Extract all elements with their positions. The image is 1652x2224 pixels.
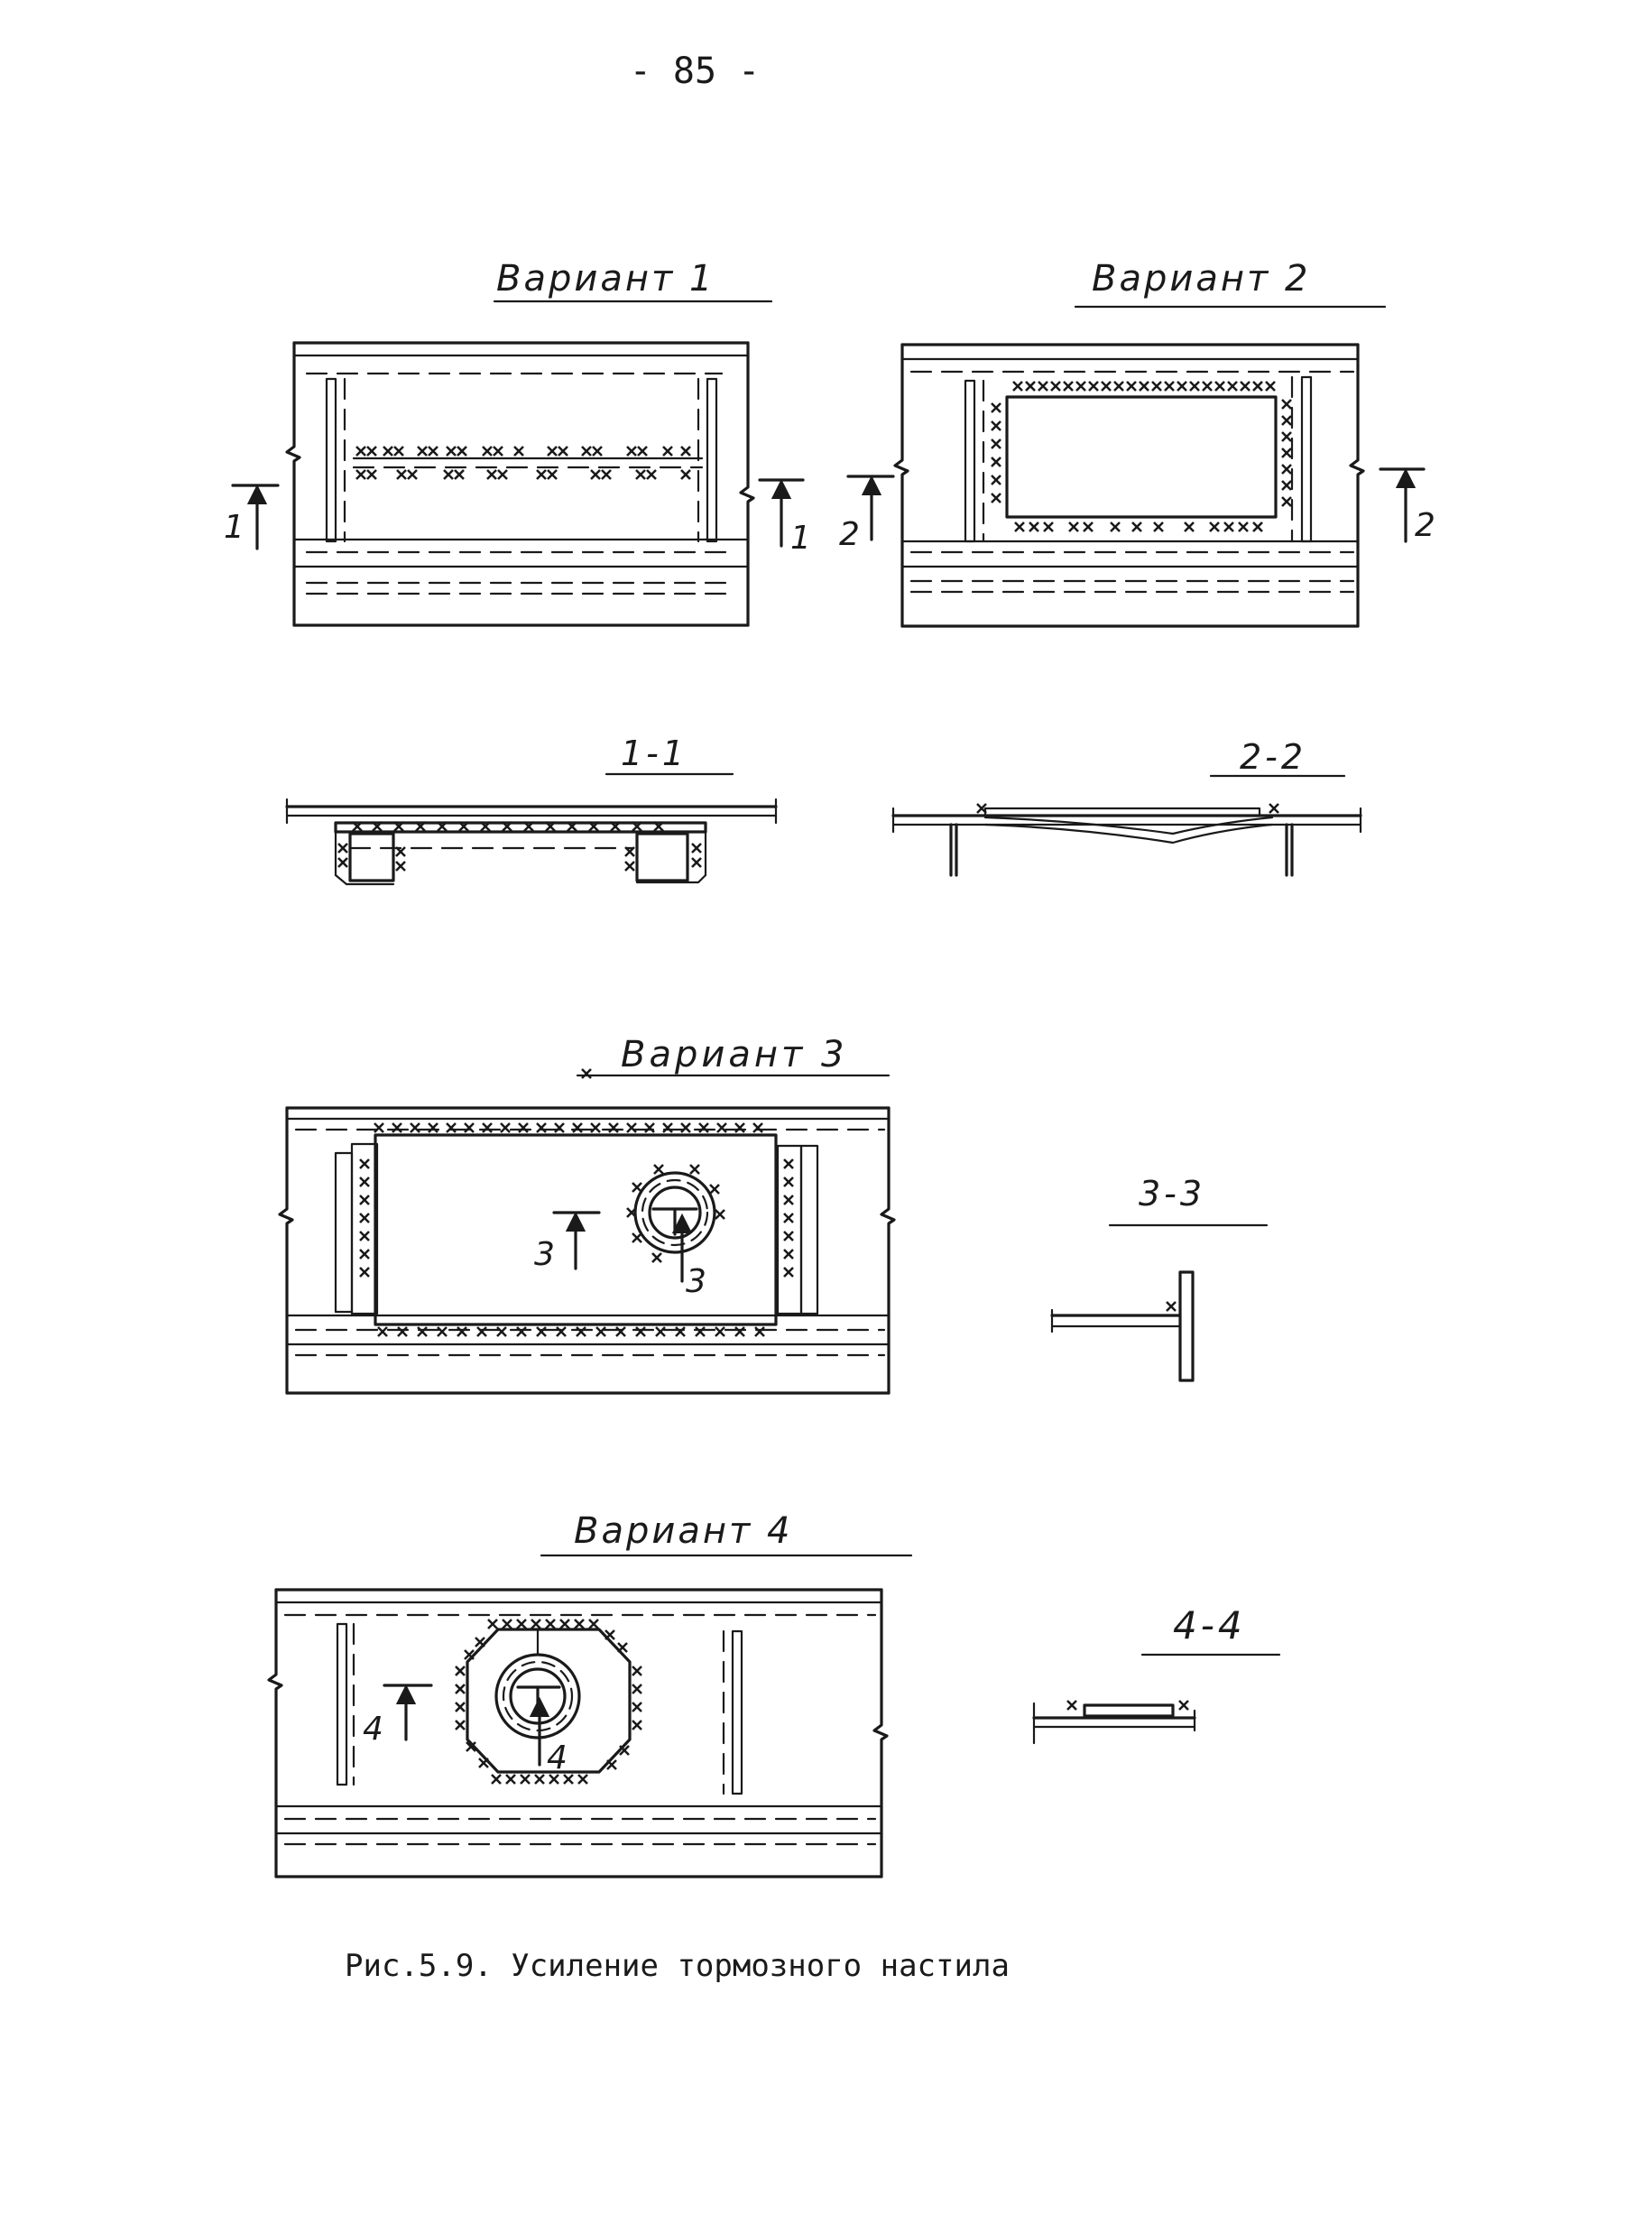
section-4-label-circle: 4 [547,1740,568,1776]
section-4-label-left: 4 [363,1711,383,1748]
section-4-marker-left: 4 [363,1684,433,1748]
section-3-label-circle: 3 [686,1263,706,1300]
section-3-3-title: 3-3 [1139,1174,1205,1214]
section-1-marker-right: 1 [758,478,811,557]
section-1-label-right: 1 [790,520,811,557]
variant-1-title: Вариант 1 [496,258,715,300]
section-2-marker-left: 2 [839,475,895,553]
section-4-4-view: 4-4 [1032,1603,1281,1745]
variant-3-plan: 3 [278,1106,896,1395]
section-3-3-view: 3-3 [1050,1174,1269,1382]
section-3-marker-left: 3 [534,1211,601,1273]
variant-4-drawing: Вариант 4 [267,1510,913,1878]
variant-4-plan: 4 [267,1588,889,1878]
variant-1-plan [285,341,755,627]
page-number: - 85 - [630,51,761,92]
variant-2-drawing: Вариант 2 [839,258,1435,628]
section-1-marker-left: 1 [224,484,280,550]
variant-1-drawing: Вариант 1 [224,258,811,627]
variant-3-drawing: Вариант 3 [278,1034,896,1395]
section-3-label-left: 3 [534,1236,555,1273]
section-2-2-view: 2-2 [891,737,1362,877]
figure-caption: Рис.5.9. Усиление тормозного настила [345,1948,1010,1984]
section-2-label-left: 2 [839,516,860,553]
variant-4-title: Вариант 4 [574,1510,792,1552]
section-4-4-title: 4-4 [1173,1603,1246,1647]
variant-2-plan [893,343,1365,628]
section-1-1-title: 1-1 [621,734,688,773]
section-1-1-view: 1-1 [285,734,778,886]
variant-3-title: Вариант 3 [621,1034,847,1075]
section-2-label-right: 2 [1415,507,1435,544]
variant-2-title: Вариант 2 [1092,258,1310,300]
section-1-label-left: 1 [224,509,245,546]
section-2-2-title: 2-2 [1240,737,1306,777]
section-2-marker-right: 2 [1379,467,1435,544]
